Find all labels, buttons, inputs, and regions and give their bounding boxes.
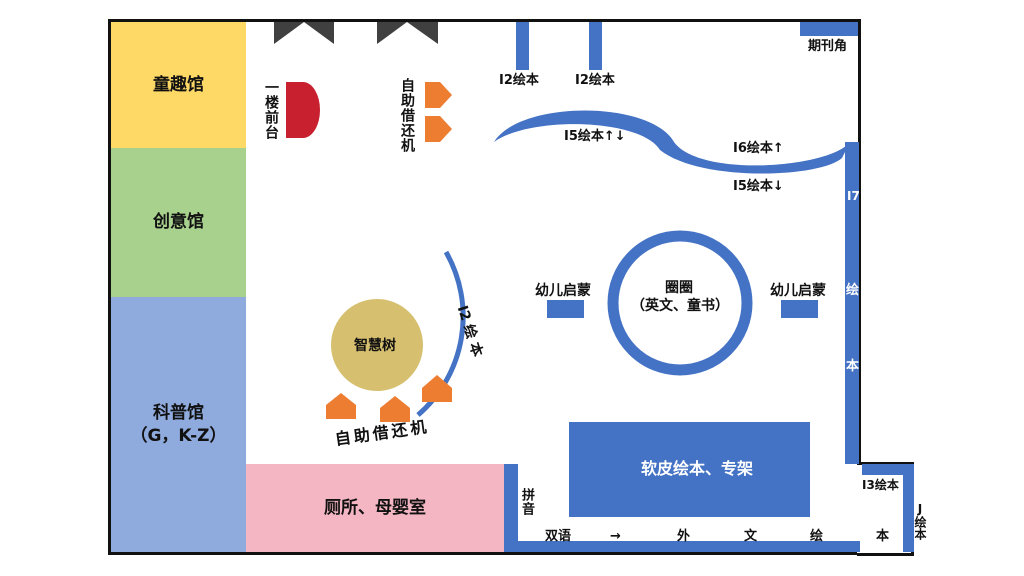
- circle-label-sub: （英文、童书）: [631, 298, 729, 314]
- shelf-i5-down-label: I5绘本↓: [733, 179, 784, 194]
- shelf-i7[interactable]: [845, 142, 859, 464]
- entrance-marker-right: [377, 22, 407, 44]
- early-right-label: 幼儿启蒙: [770, 283, 826, 299]
- self-machine-top-label: 自助借还机: [399, 78, 415, 153]
- kiosk-icon-tree-1: [326, 393, 356, 419]
- bottom-row-label-6: 本: [876, 529, 890, 544]
- bottom-row-label-2: →: [610, 529, 621, 544]
- shelf-i2-right-label: I2绘本: [575, 73, 615, 88]
- shelf-early-right[interactable]: [781, 300, 818, 318]
- shelf-pinyin[interactable]: [504, 464, 518, 552]
- kiosk-icon-top-2: [425, 116, 452, 142]
- wisdom-tree-label: 智慧树: [354, 338, 396, 354]
- zone-chuangyi[interactable]: 创意馆: [111, 148, 246, 297]
- shelf-j-label: J绘本: [913, 502, 927, 540]
- outer-wall: [108, 19, 861, 555]
- entrance-marker-left-2: [304, 22, 334, 44]
- shelf-i2-right[interactable]: [589, 22, 602, 70]
- front-desk-icon: [286, 82, 320, 138]
- zone-cesuo-label: 厕所、母婴室: [324, 497, 426, 518]
- circle-label-title: 圈圈: [665, 280, 693, 296]
- shelf-early-left[interactable]: [547, 300, 584, 318]
- wisdom-tree-icon: [331, 299, 423, 391]
- zone-tongqu[interactable]: 童趣馆: [111, 22, 246, 148]
- pinyin-label: 拼音: [519, 488, 534, 516]
- shelf-bottom-row[interactable]: [518, 541, 860, 552]
- shelf-i2-left-label: I2绘本: [499, 73, 539, 88]
- zone-kepu[interactable]: 科普馆 （G，K-Z）: [111, 297, 246, 552]
- entrance-marker-right-2: [407, 22, 438, 44]
- bottom-row-label-3: 外: [677, 529, 691, 544]
- bottom-row-label-1: 双语: [545, 529, 572, 544]
- zone-chuangyi-label: 创意馆: [153, 212, 204, 233]
- shelf-softcover[interactable]: [569, 422, 810, 517]
- softcover-label: 软皮绘本、专架: [641, 459, 754, 478]
- periodicals-label: 期刊角: [808, 39, 848, 54]
- kiosk-icon-tree-3: [422, 375, 452, 402]
- shelf-i7-label-3: 本: [846, 359, 860, 374]
- early-left-label: 幼儿启蒙: [535, 283, 591, 299]
- kiosk-icon-tree-2: [380, 396, 410, 422]
- front-desk-label: 一楼前台: [263, 80, 279, 140]
- shelf-i6-label: I6绘本↑: [733, 141, 784, 156]
- shelf-i3[interactable]: [862, 464, 914, 475]
- shelf-j[interactable]: [903, 475, 914, 552]
- zone-kepu-sublabel: （G，K-Z）: [130, 425, 227, 446]
- zone-tongqu-label: 童趣馆: [153, 74, 204, 95]
- shelf-i7-label-2: 绘: [846, 283, 860, 298]
- shelf-periodicals[interactable]: [800, 22, 858, 36]
- shelf-i2-left[interactable]: [516, 22, 529, 70]
- shelf-circle-ring: [607, 230, 753, 376]
- bottom-row-label-5: 绘: [810, 529, 824, 544]
- bottom-row-label-4: 文: [744, 529, 758, 544]
- zone-kepu-label: 科普馆: [153, 402, 204, 423]
- shelf-i5-up-label: I5绘本↑↓: [564, 129, 626, 144]
- entrance-marker-left: [274, 22, 304, 44]
- kiosk-icon-top-1: [425, 82, 452, 108]
- zone-cesuo[interactable]: 厕所、母婴室: [246, 464, 504, 552]
- shelf-i5-i6-wave: [494, 110, 850, 174]
- shelf-i7-label-1: I7: [847, 189, 860, 203]
- shelf-i3-label: I3绘本: [862, 478, 899, 492]
